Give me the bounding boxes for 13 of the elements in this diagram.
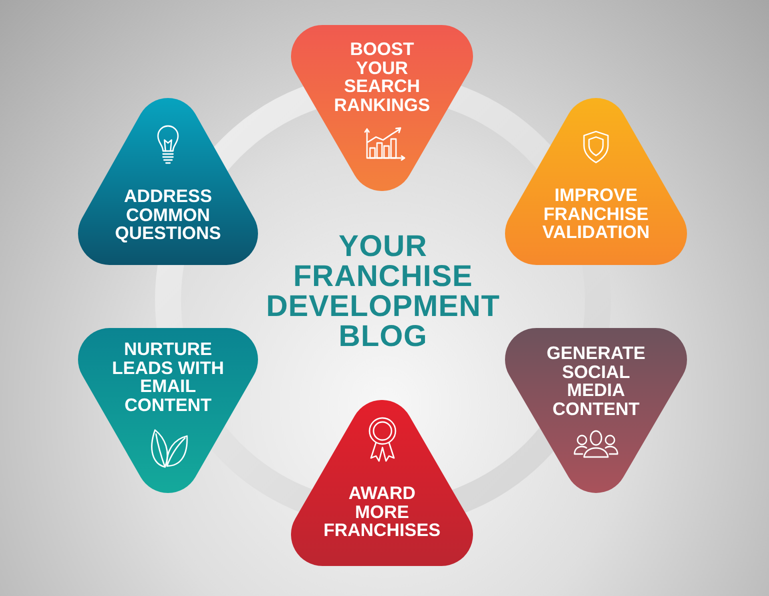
- node-label: AWARD MORE FRANCHISES: [322, 484, 442, 540]
- node-label: NURTURE LEADS WITH EMAIL CONTENT: [111, 340, 225, 414]
- triangle-node: [78, 98, 258, 265]
- triangle-node: [291, 400, 473, 566]
- node-label: GENERATE SOCIAL MEDIA CONTENT: [546, 344, 646, 418]
- node-label: ADDRESS COMMON QUESTIONS: [114, 187, 222, 242]
- triangle-node: [505, 328, 687, 493]
- triangle-node: [78, 328, 258, 493]
- node-label: IMPROVE FRANCHISE VALIDATION: [541, 186, 651, 242]
- center-title: YOUR FRANCHISE DEVELOPMENT BLOG: [265, 232, 501, 352]
- node-label: BOOST YOUR SEARCH RANKINGS: [332, 40, 431, 114]
- triangle-node: [505, 98, 687, 265]
- triangle-node: [291, 25, 473, 191]
